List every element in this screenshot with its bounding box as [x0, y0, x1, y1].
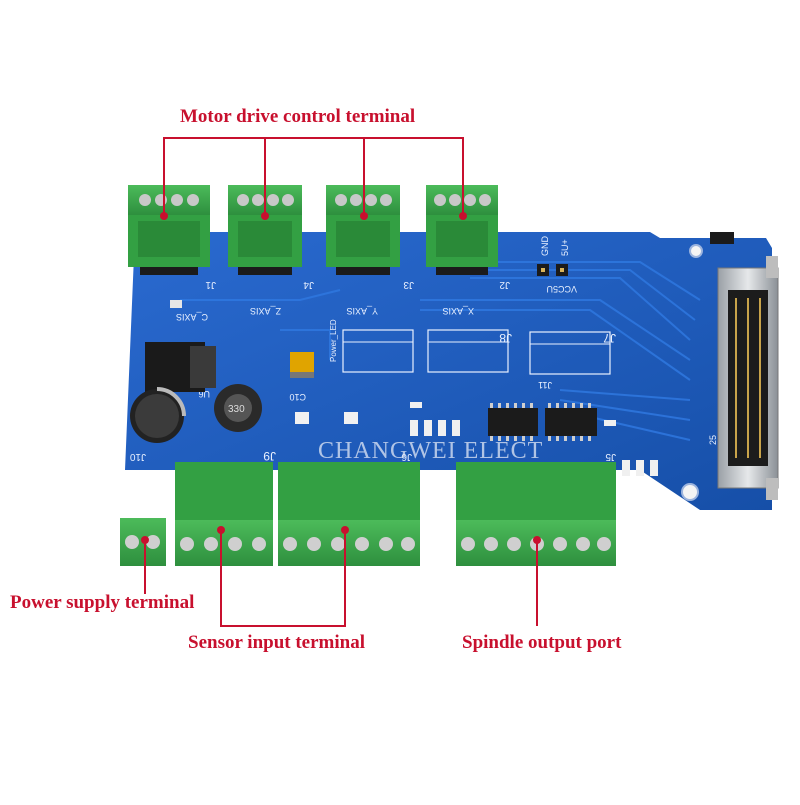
watermark: CHANGWEI ELECT [318, 438, 544, 464]
components: 330 [130, 232, 734, 476]
spindle-output-label: Spindle output port [462, 632, 622, 653]
motor-drive-label: Motor drive control terminal [180, 106, 416, 127]
pin25-label: 25 [708, 435, 718, 445]
axis-label-c: C_AXIS [176, 312, 208, 322]
reg-label: U6 [198, 389, 210, 399]
callout-dots [141, 212, 541, 544]
axis-label-z: Z_AXIS [250, 306, 281, 316]
ref-j10: J10 [129, 451, 146, 462]
ref-j3: J3 [403, 279, 414, 290]
sensor-input-label: Sensor input terminal [188, 632, 366, 653]
five-v-label: 5U+ [560, 239, 570, 256]
ref-j5: J5 [605, 451, 616, 462]
cap-label: C10 [289, 392, 306, 402]
ref-j8: J8 [499, 331, 512, 345]
axis-label-y: Y_AXIS [346, 306, 378, 316]
inductor-text: 330 [228, 404, 245, 415]
ref-j2: J2 [499, 279, 510, 290]
power-supply-label: Power supply terminal [10, 592, 195, 613]
pcb-board [125, 232, 772, 510]
ref-j1: J1 [205, 279, 216, 290]
ref-j4: J4 [303, 279, 314, 290]
ref-j6: J6 [401, 451, 412, 462]
axis-label-x: X_AXIS [442, 306, 474, 316]
power-led-label: Power_LED [329, 319, 338, 362]
vcc-label: VCC5U [546, 284, 577, 294]
silkscreen: C_AXIS Z_AXIS Y_AXIS X_AXIS VCC5U GND 5U… [129, 236, 718, 464]
db25-connector [717, 256, 779, 500]
ref-j11: J11 [538, 380, 552, 390]
callout-lines [144, 137, 538, 627]
gnd-label: GND [540, 236, 550, 257]
bottom-terminal-blocks [120, 462, 616, 566]
ref-j9: J9 [263, 449, 276, 463]
